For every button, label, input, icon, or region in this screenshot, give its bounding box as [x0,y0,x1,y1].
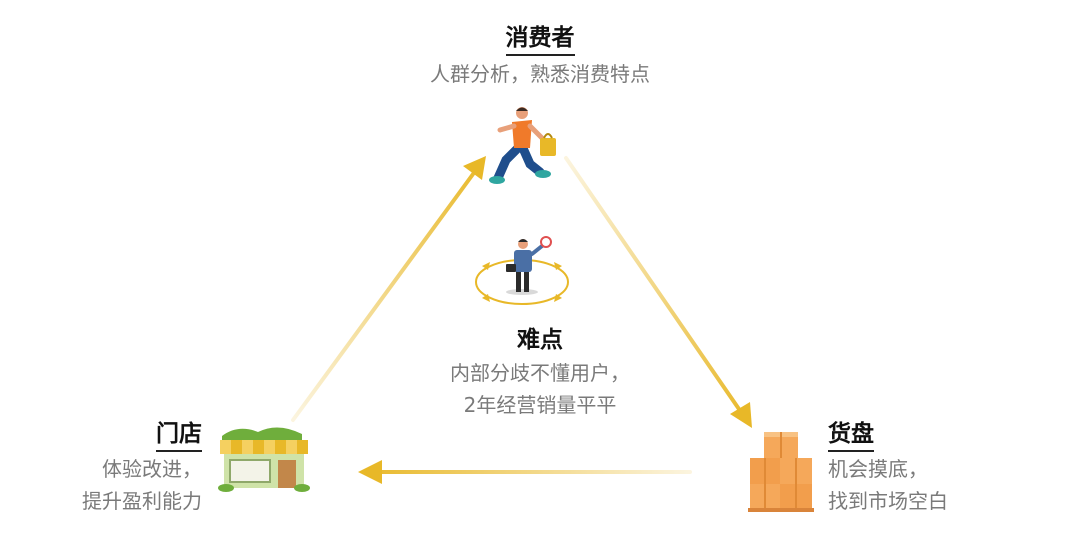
store-desc-line: 体验改进， [102,456,202,481]
store-desc-line: 提升盈利能力 [82,488,202,513]
edge-store-to-consumer [291,156,486,422]
store-title: 门店 [156,420,202,452]
stacked-boxes-icon [748,432,814,512]
node-difficulty: 难点 内部分歧不懂用户， 2年经营销量平平 [380,326,700,420]
edge-goods-to-store [358,460,692,484]
edge-consumer-to-goods [564,156,752,428]
running-shopper-icon [489,107,556,184]
businessman-magnifier-icon [475,236,569,305]
difficulty-desc-line: 内部分歧不懂用户， [450,360,630,385]
goods-desc-line: 找到市场空白 [828,488,948,513]
consumer-desc: 人群分析，熟悉消费特点 [430,61,650,86]
goods-title: 货盘 [828,420,874,452]
node-goods: 货盘 机会摸底， 找到市场空白 [828,420,1058,516]
storefront-icon [218,427,310,492]
difficulty-title: 难点 [517,327,563,353]
consumer-title: 消费者 [505,24,575,56]
node-store: 门店 体验改进， 提升盈利能力 [20,420,202,516]
difficulty-desc-line: 2年经营销量平平 [463,392,617,417]
goods-desc-line: 机会摸底， [828,456,928,481]
node-consumer: 消费者 人群分析，熟悉消费特点 [340,24,740,88]
